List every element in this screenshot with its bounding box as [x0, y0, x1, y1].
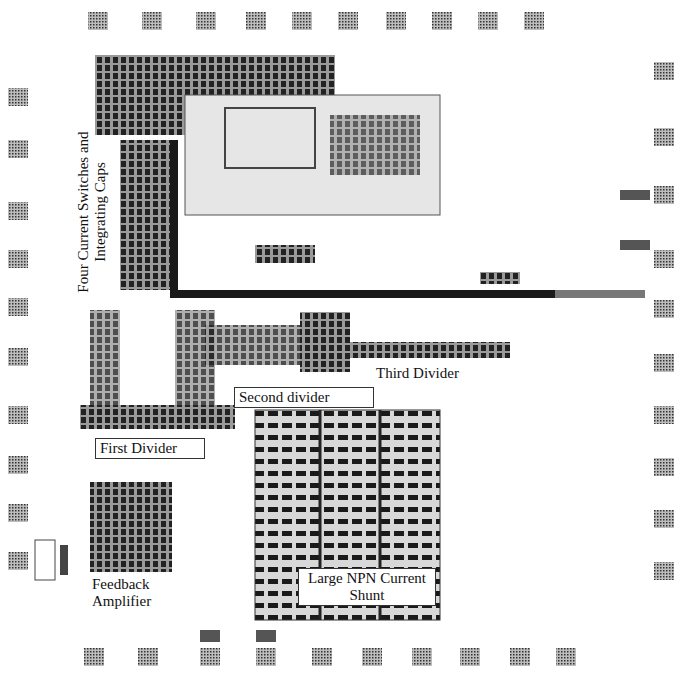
block-label: First Divider [95, 438, 205, 459]
block-label: Four Current Switches and Integrating Ca… [74, 122, 110, 302]
block-label: Feedback Amplifier [88, 575, 168, 611]
block-label: Second divider [234, 387, 374, 408]
bond-pads [8, 12, 674, 666]
circuit-layout [35, 55, 650, 642]
block-label: Large NPN Current Shunt [298, 568, 436, 606]
block-label: Third Divider [372, 364, 502, 383]
